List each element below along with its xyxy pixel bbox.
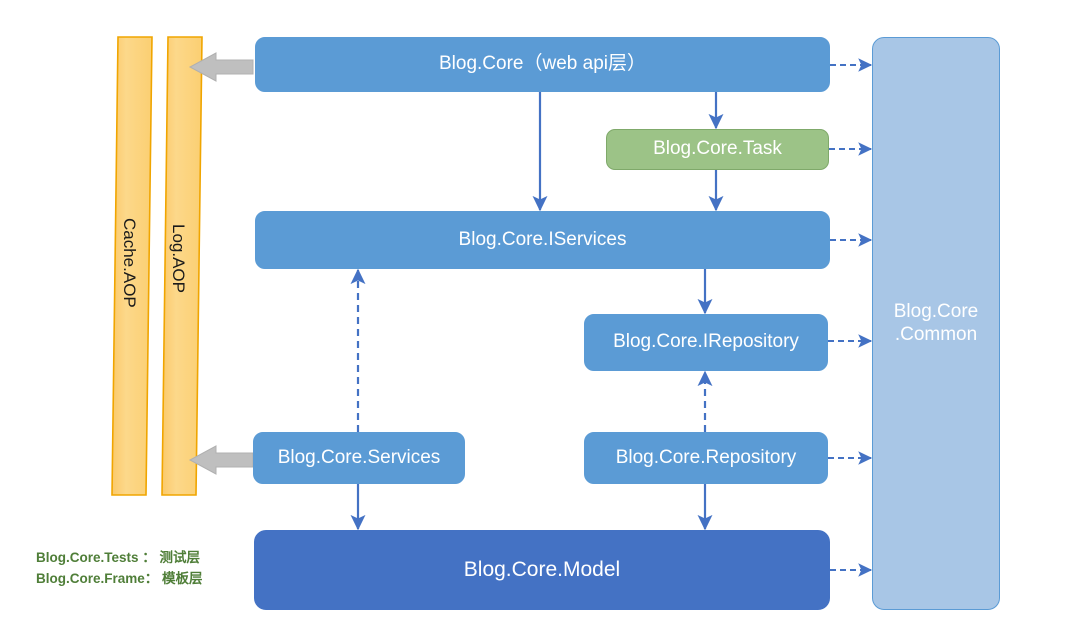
node-task[interactable]: Blog.Core.Task — [606, 129, 829, 170]
node-model[interactable]: Blog.Core.Model — [254, 530, 830, 610]
edge-services-to-log-aop-gray — [188, 445, 254, 475]
node-common[interactable]: Blog.Core .Common — [872, 37, 1000, 610]
node-services[interactable]: Blog.Core.Services — [253, 432, 465, 484]
edge-webapi-to-log-aop-gray — [188, 52, 254, 82]
cache-aop-label: Cache.AOP — [120, 218, 139, 308]
node-web-api[interactable]: Blog.Core（web api层） — [255, 37, 830, 92]
node-common-line2: .Common — [894, 323, 978, 345]
legend-row-tests: Blog.Core.Tests ： 测试层 — [36, 550, 201, 565]
legend: Blog.Core.Tests ： 测试层 Blog.Core.Frame： 模… — [36, 548, 203, 590]
node-common-line1: Blog.Core — [893, 301, 979, 323]
legend-row-frame: Blog.Core.Frame： 模板层 — [36, 570, 203, 586]
node-irepository[interactable]: Blog.Core.IRepository — [584, 314, 828, 371]
node-repository[interactable]: Blog.Core.Repository — [584, 432, 828, 484]
log-aop-label: Log.AOP — [169, 224, 188, 293]
node-iservices[interactable]: Blog.Core.IServices — [255, 211, 830, 269]
